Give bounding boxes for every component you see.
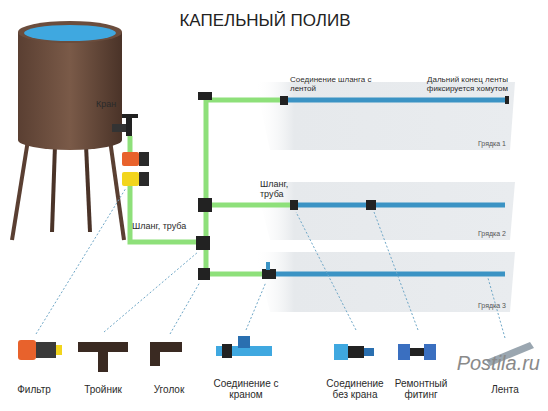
part-name: Уголок [140,384,198,395]
watermark: Postila.ru [410,352,540,374]
note: Соединение шланга с лентой [290,76,380,94]
bed-label: Грядка 1 [478,140,506,147]
part-name: Соединение с краном [208,378,284,400]
title: КАПЕЛЬНЫЙ ПОЛИВ [140,12,390,31]
part-name: Фильтр [6,384,62,395]
drip-tape [276,100,505,274]
bed-band [255,252,515,312]
part-name: Лента [480,384,530,395]
barrel [12,21,124,240]
bed-band [255,182,515,240]
part-icons [18,336,534,372]
filter [122,152,149,186]
note: Дальний конец ленты фиксируется хомутом [398,76,508,94]
bed-label: Грядка 3 [478,302,506,309]
part-name: Тройник [72,384,134,395]
tap [112,114,138,136]
fittings [196,92,509,280]
garden-bed: Грядка 2 [262,182,512,240]
part-label: Кран [96,100,136,110]
bed-label: Грядка 2 [478,230,506,237]
part-label: Шланг, труба [260,180,310,200]
part-name: Ремонтный фитинг [390,378,452,400]
part-name: Соединение без крана [322,378,388,400]
leader-line [36,188,505,338]
part-label: Шланг, труба [132,222,192,232]
garden-bed: Грядка 3 [262,252,512,312]
